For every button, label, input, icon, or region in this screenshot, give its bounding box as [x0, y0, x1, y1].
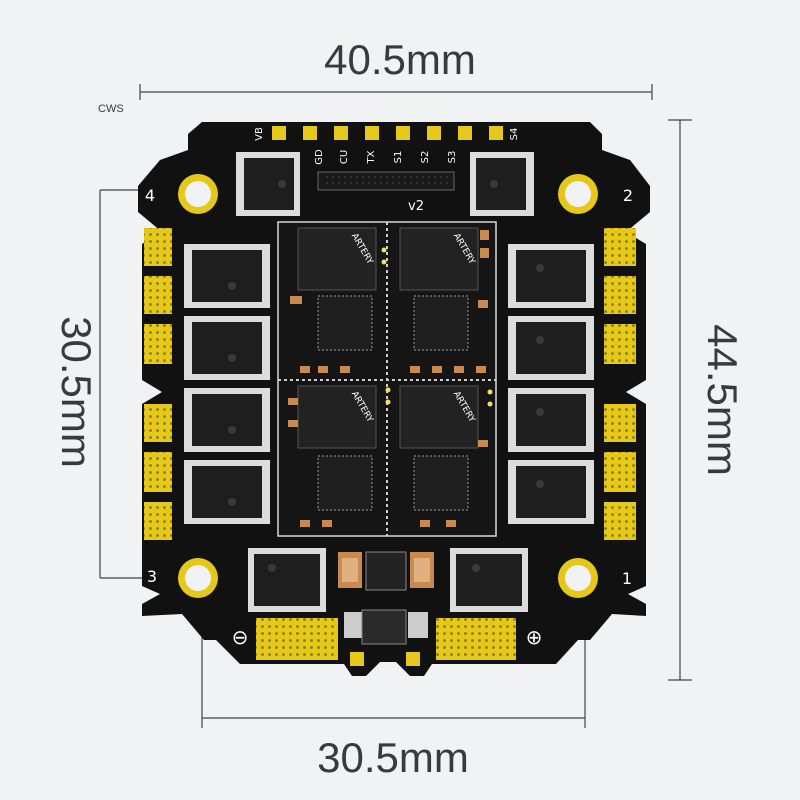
- inductor-left: [344, 612, 364, 638]
- pad-label-tx: TX: [366, 150, 377, 164]
- top-width-label: 40.5mm: [324, 36, 476, 83]
- bottom-dimension: 30.5mm: [201, 600, 586, 781]
- driver-chip-2: [413, 295, 469, 351]
- pad-s2: [427, 126, 441, 140]
- driver-chip-3: [317, 455, 373, 511]
- corner-label-3: 3: [147, 567, 157, 586]
- left-dimension: 30.5mm: [53, 189, 160, 579]
- corner-label-1: 1: [622, 569, 632, 588]
- pad-label-gd: GD: [314, 149, 325, 165]
- right-motor-pads: [604, 228, 636, 540]
- mcu-chip-4: [399, 385, 479, 449]
- signal-connector: [317, 171, 455, 191]
- mcu-chip-2: [399, 227, 479, 291]
- mcu-chip-1: [297, 227, 377, 291]
- battery-pads: [256, 618, 516, 666]
- negative-symbol: ⊖: [232, 625, 249, 649]
- pad-label-s3: S3: [447, 151, 458, 164]
- driver-chip-4: [413, 455, 469, 511]
- bottom-mosfets: [248, 548, 528, 612]
- pad-s3: [458, 126, 472, 140]
- right-dimension: 44.5mm: [668, 119, 746, 681]
- corner-label-2: 2: [623, 186, 633, 205]
- pad-label-cu: CU: [339, 150, 350, 164]
- top-dimension: 40.5mm: [139, 36, 653, 100]
- top-signal-pads: [272, 126, 503, 140]
- top-mosfets: [236, 152, 534, 216]
- pad-label-s4: S4: [509, 128, 520, 141]
- left-mosfet-column: [184, 244, 270, 524]
- right-height-label: 44.5mm: [699, 324, 746, 476]
- bottom-width-label: 30.5mm: [317, 734, 469, 781]
- regulator-chip: [365, 551, 407, 591]
- driver-chip-1: [317, 295, 373, 351]
- power-section: [338, 551, 434, 645]
- positive-symbol: ⊕: [526, 625, 543, 649]
- mcu-block: ARTERY ARTERY ARTERY ARTERY: [277, 221, 497, 537]
- pad-label-s1: S1: [393, 151, 404, 164]
- small-pad-right: [406, 652, 420, 666]
- pad-cu: [334, 126, 348, 140]
- small-pad-left: [350, 652, 364, 666]
- pad-label-s2: S2: [420, 151, 431, 164]
- pad-label-vb: VB: [254, 127, 265, 141]
- pad-tx: [365, 126, 379, 140]
- pad-s4: [489, 126, 503, 140]
- left-height-label: 30.5mm: [53, 316, 100, 468]
- mcu-chip-3: [297, 385, 377, 449]
- mounting-holes: [178, 174, 598, 598]
- corner-label-4: 4: [145, 186, 155, 205]
- pad-gd: [303, 126, 317, 140]
- watermark-text: CWS: [98, 103, 124, 115]
- left-motor-pads: [144, 228, 172, 540]
- pad-labels: VB GD CU TX S1 S2 S3 S4: [254, 127, 520, 165]
- board-version-label: v2: [408, 199, 424, 214]
- right-mosfet-column: [508, 244, 594, 524]
- inductor-right: [408, 612, 428, 638]
- pad-vb: [272, 126, 286, 140]
- inductor-core: [361, 609, 407, 645]
- pad-s1: [396, 126, 410, 140]
